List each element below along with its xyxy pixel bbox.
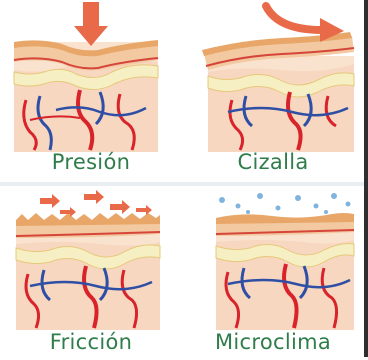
moisture-droplets-icon <box>219 193 351 214</box>
friction-arrows-icon <box>40 190 152 217</box>
right-border <box>364 0 368 357</box>
label-presion: Presión <box>0 152 182 173</box>
panel-microclima: Microclima <box>182 182 364 360</box>
panel-friccion: Fricción <box>0 182 182 360</box>
label-cizalla: Cizalla <box>182 152 364 173</box>
label-friccion: Fricción <box>0 332 182 353</box>
panel-cizalla: Cizalla <box>182 0 364 178</box>
panel-presion: Presión <box>0 0 182 178</box>
pressure-arrow-icon <box>74 2 108 46</box>
label-microclima: Microclima <box>182 332 364 353</box>
